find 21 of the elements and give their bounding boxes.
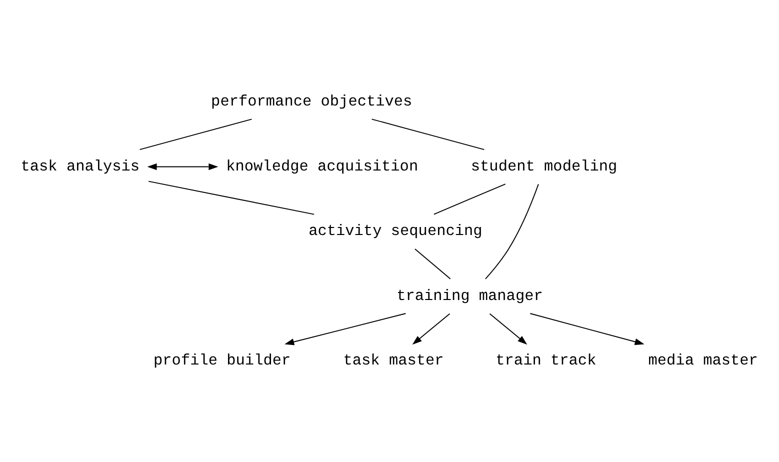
connector: [148, 180, 315, 214]
node-text: performance objectives: [211, 92, 412, 110]
node-text: train track: [496, 351, 596, 370]
connector: [371, 118, 485, 150]
node-text: training manager: [396, 286, 543, 304]
node-text: media master: [648, 351, 758, 370]
arrow: [530, 312, 644, 344]
node-text: knowledge acquisition: [226, 156, 418, 175]
connector: [433, 183, 506, 214]
node-text: task analysis: [20, 156, 140, 175]
node-text: activity sequencing: [308, 222, 482, 240]
node-text: profile builder: [154, 351, 291, 370]
arrow: [412, 312, 450, 344]
connector: [139, 118, 252, 150]
arrow: [147, 162, 218, 170]
arrow: [489, 312, 528, 344]
node-text: student modeling: [470, 156, 618, 175]
connector: [414, 248, 451, 279]
node-text: task master: [343, 351, 444, 370]
connector: [484, 183, 539, 279]
arrow: [284, 312, 406, 345]
